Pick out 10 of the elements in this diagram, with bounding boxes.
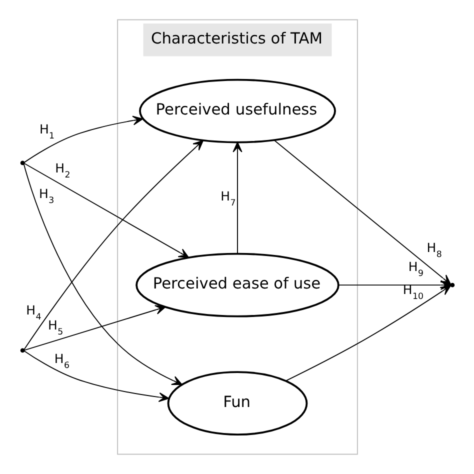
edge-label: H$_{3}$ — [38, 186, 54, 206]
edge-label: H$_{5}$ — [47, 317, 63, 338]
edge-label: H$_{7}$ — [220, 188, 236, 208]
edge-label: H$_{8}$ — [426, 240, 442, 260]
edge-label: H$_{2}$ — [54, 160, 70, 180]
edge-label: H$_{10}$ — [402, 282, 424, 302]
edge-label: H$_{9}$ — [408, 259, 423, 280]
edge-label: H$_{1}$ — [38, 121, 54, 142]
edge-label: H$_{4}$ — [26, 302, 41, 322]
edge-label: H$_{6}$ — [54, 350, 69, 371]
